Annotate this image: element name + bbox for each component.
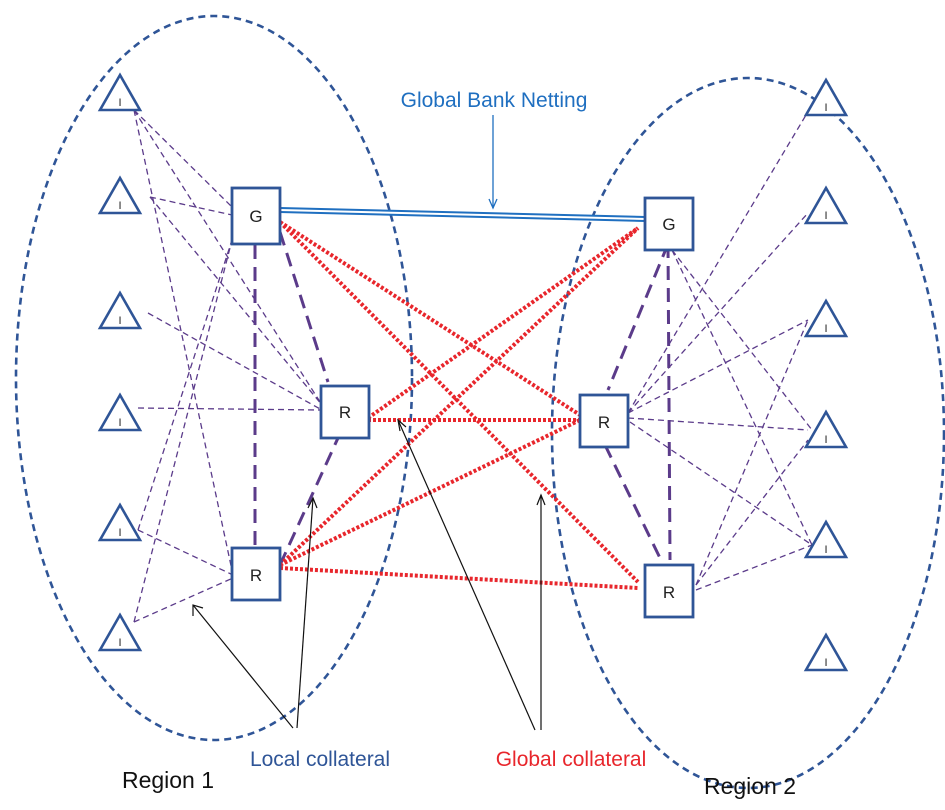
regional-bank-node: R [643, 563, 695, 619]
annotation-arrows [192, 418, 546, 731]
investor-node: I [803, 298, 849, 338]
investor-label: I [118, 97, 121, 109]
investor-label: I [118, 527, 121, 539]
global-bank-node: G [230, 186, 282, 246]
investor-label: I [118, 637, 121, 649]
investor-label: I [824, 434, 827, 446]
investor-node: I [803, 632, 849, 672]
investor-label: I [118, 417, 121, 429]
investor-node: I [97, 72, 143, 112]
investor-label: I [824, 323, 827, 335]
investor-label: I [824, 210, 827, 222]
region-2-boundary [550, 76, 945, 790]
region-1-caption: Region 1 [122, 767, 214, 793]
investor-node: I [97, 392, 143, 432]
global-bank-label: G [662, 215, 675, 234]
global-collateral-links [278, 220, 640, 590]
investor-links [133, 104, 813, 623]
local-collateral-caption: Local collateral [250, 748, 390, 771]
investor-node: I [97, 175, 143, 215]
investor-label: I [824, 544, 827, 556]
investor-node: I [97, 612, 143, 652]
investor-label: I [824, 102, 827, 114]
netting-arrow [488, 115, 498, 210]
local-collateral-links [253, 231, 672, 566]
investor-node: I [803, 409, 849, 449]
regional-bank-label: R [663, 583, 675, 602]
global-bank-label: G [249, 207, 262, 226]
investor-node: I [803, 77, 849, 117]
regional-bank-label: R [250, 566, 262, 585]
region-2-caption: Region 2 [704, 773, 796, 799]
regional-bank-node: R [319, 384, 371, 440]
investor-node: I [97, 290, 143, 330]
investor-node: I [803, 185, 849, 225]
regional-bank-label: R [339, 403, 351, 422]
global-bank-netting-caption: Global Bank Netting [401, 89, 588, 112]
investor-label: I [118, 200, 121, 212]
global-bank-netting-link [279, 207, 646, 222]
investor-node: I [803, 519, 849, 559]
regional-bank-label: R [598, 413, 610, 432]
global-collateral-caption: Global collateral [496, 748, 647, 771]
regional-bank-node: R [578, 393, 630, 449]
global-bank-node: G [643, 196, 695, 252]
investor-label: I [118, 315, 121, 327]
regional-bank-node: R [230, 546, 282, 602]
region-1-boundary [14, 14, 414, 742]
investor-label: I [824, 657, 827, 669]
investor-node: I [97, 502, 143, 542]
